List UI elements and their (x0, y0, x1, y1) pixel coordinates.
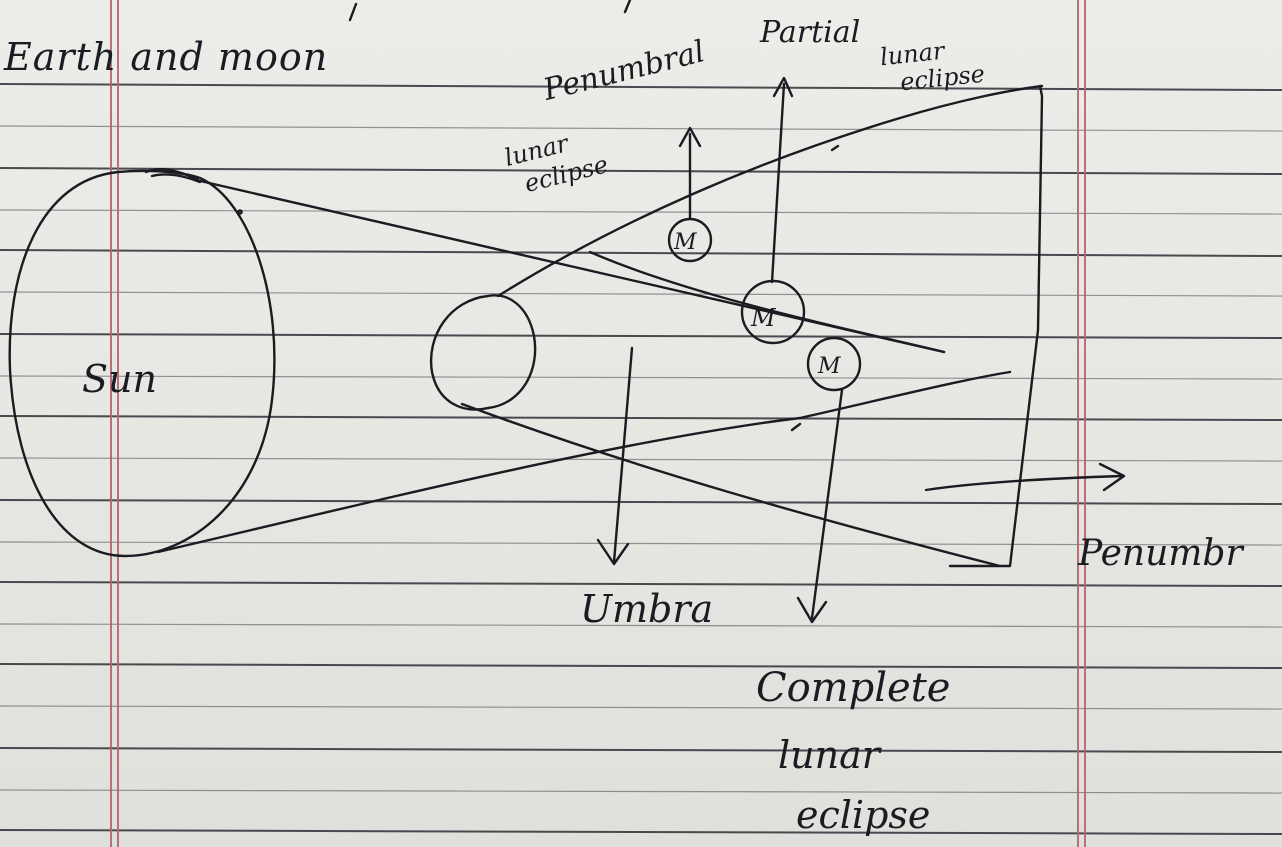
ray-earth-top-to-screen (496, 84, 1044, 298)
rule-line (0, 747, 1282, 753)
rule-line (0, 291, 1282, 297)
rule-line (0, 541, 1282, 546)
rule-line (0, 249, 1282, 257)
rule-line (0, 581, 1282, 587)
rule-line (0, 623, 1282, 628)
ray-earth-bottom-to-apex (588, 250, 946, 354)
tick-mark (830, 144, 840, 152)
moon-3-circle (806, 336, 862, 392)
partial-eclipse-label: Partial (760, 15, 861, 50)
arrow-penumbra (924, 462, 1126, 492)
tick-mark (790, 422, 802, 432)
rule-line (0, 333, 1282, 339)
rule-line (0, 789, 1282, 794)
sun-circle (8, 169, 276, 558)
penumbra-label: Penumbr (1078, 533, 1243, 574)
earth-circle (429, 294, 537, 411)
moon-1-label: M (674, 230, 697, 255)
complete-eclipse-label: eclipse (796, 793, 931, 837)
title-stroke (348, 2, 358, 22)
page-title: Earth and moon (4, 35, 329, 79)
ray-sun-bottom-to-top (156, 370, 1012, 554)
sun-label: Sun (82, 357, 157, 401)
arrow-complete (796, 388, 844, 624)
rule-line (0, 83, 1282, 91)
rule-line (0, 167, 1282, 175)
title-stroke (623, 0, 632, 14)
umbra-label: Umbra (580, 587, 714, 631)
complete-eclipse-label: Complete (756, 665, 951, 711)
rule-line (0, 705, 1282, 710)
sun-dot (237, 209, 243, 215)
screen-line (948, 84, 1044, 568)
ray-earth-bottom-to-screen (460, 402, 1002, 568)
arrow-umbra (596, 346, 634, 566)
rule-line (0, 209, 1282, 215)
rule-line (0, 375, 1282, 380)
rule-line (0, 829, 1282, 835)
rule-line (0, 457, 1282, 462)
rule-line (0, 663, 1282, 669)
rule-line (0, 415, 1282, 421)
arrow-penumbral (678, 126, 702, 220)
rule-line (0, 499, 1282, 505)
moon-2-label: M (751, 304, 776, 332)
rule-line (0, 125, 1282, 132)
complete-eclipse-label: lunar (778, 733, 880, 777)
moon-3-label: M (818, 354, 841, 379)
arrow-partial (770, 76, 794, 284)
